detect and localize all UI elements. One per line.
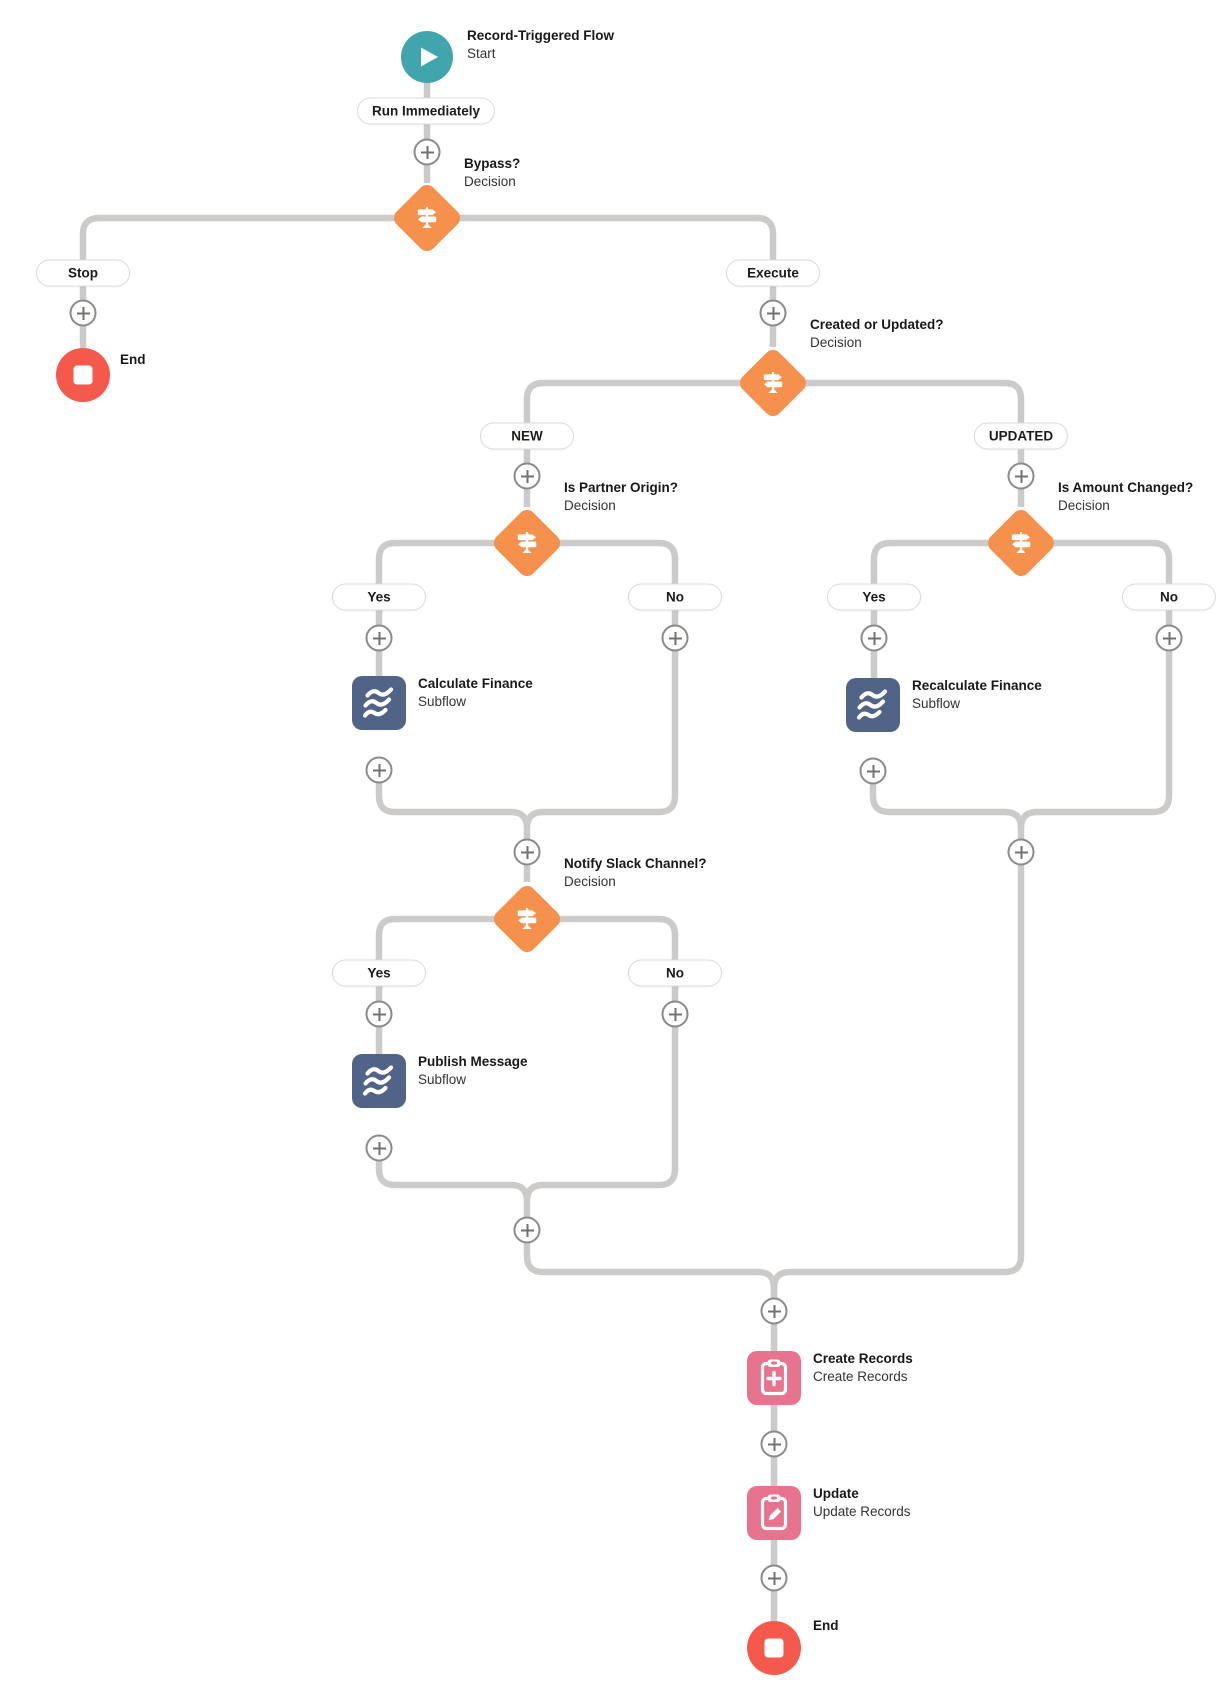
node-title: Notify Slack Channel? bbox=[564, 856, 707, 871]
signpost-decision-icon bbox=[517, 907, 537, 929]
decision-node-created-or-updated[interactable] bbox=[736, 346, 810, 420]
branch-label-updated: UPDATED bbox=[973, 422, 1069, 450]
add-element-button[interactable] bbox=[1007, 838, 1035, 866]
add-element-button[interactable] bbox=[513, 838, 541, 866]
decision-node-bypass[interactable] bbox=[390, 181, 464, 255]
add-element-button[interactable] bbox=[513, 1216, 541, 1244]
update-records-node[interactable] bbox=[747, 1486, 801, 1540]
node-label-created-or-updated: Created or Updated? Decision bbox=[810, 316, 944, 351]
branch-label-new: NEW bbox=[480, 422, 574, 450]
node-title: Record-Triggered Flow bbox=[467, 28, 615, 43]
node-label-bypass: Bypass? Decision bbox=[464, 155, 520, 190]
branch-label-yes: Yes bbox=[332, 583, 426, 611]
add-element-button[interactable] bbox=[859, 757, 887, 785]
add-element-button[interactable] bbox=[365, 624, 393, 652]
subflow-node-calculate-finance[interactable] bbox=[352, 676, 406, 730]
play-icon bbox=[421, 47, 438, 67]
add-element-button[interactable] bbox=[661, 624, 689, 652]
branch-label-yes: Yes bbox=[332, 959, 426, 987]
node-label-update-records: Update Update Records bbox=[813, 1485, 911, 1520]
node-label-end: End bbox=[813, 1617, 839, 1635]
waves-subflow-icon bbox=[856, 689, 888, 720]
end-node[interactable] bbox=[56, 348, 110, 402]
node-label-is-partner-origin: Is Partner Origin? Decision bbox=[564, 479, 678, 514]
node-subtitle: Decision bbox=[1058, 497, 1110, 513]
node-title: Created or Updated? bbox=[810, 317, 944, 332]
subflow-node-recalculate-finance[interactable] bbox=[846, 678, 900, 732]
add-element-button[interactable] bbox=[69, 299, 97, 327]
node-label-notify-slack-channel: Notify Slack Channel? Decision bbox=[564, 855, 707, 890]
node-title: Is Amount Changed? bbox=[1058, 480, 1194, 495]
add-element-button[interactable] bbox=[365, 1134, 393, 1162]
end-node[interactable] bbox=[747, 1621, 801, 1675]
node-subtitle: Subflow bbox=[912, 695, 961, 711]
add-element-button[interactable] bbox=[860, 624, 888, 652]
node-subtitle: Decision bbox=[464, 173, 516, 189]
signpost-decision-icon bbox=[417, 206, 437, 228]
node-subtitle: Subflow bbox=[418, 1071, 467, 1087]
node-subtitle: Update Records bbox=[813, 1503, 911, 1519]
add-element-button[interactable] bbox=[1155, 624, 1183, 652]
node-title: Create Records bbox=[813, 1351, 913, 1366]
node-title: End bbox=[813, 1618, 839, 1633]
node-subtitle: Start bbox=[467, 45, 496, 61]
branch-label-no: No bbox=[628, 583, 722, 611]
node-subtitle: Decision bbox=[810, 334, 862, 350]
node-label-end: End bbox=[120, 351, 146, 369]
branch-label-no: No bbox=[628, 959, 722, 987]
stop-square-icon bbox=[764, 1638, 784, 1658]
node-label-calculate-finance: Calculate Finance Subflow bbox=[418, 675, 533, 710]
create-records-node[interactable] bbox=[747, 1351, 801, 1405]
signpost-decision-icon bbox=[1011, 531, 1031, 553]
node-title: Is Partner Origin? bbox=[564, 480, 679, 495]
waves-subflow-icon bbox=[362, 1065, 394, 1096]
add-element-button[interactable] bbox=[365, 756, 393, 784]
add-element-button[interactable] bbox=[760, 1297, 788, 1325]
signpost-decision-icon bbox=[517, 531, 537, 553]
branch-label-no: No bbox=[1122, 583, 1216, 611]
decision-node-is-partner-origin[interactable] bbox=[490, 506, 564, 580]
node-label-create-records: Create Records Create Records bbox=[813, 1350, 913, 1385]
node-title: Publish Message bbox=[418, 1054, 528, 1069]
node-subtitle: Subflow bbox=[418, 693, 467, 709]
clipboard-plus-icon bbox=[760, 1359, 788, 1396]
stop-square-icon bbox=[73, 365, 93, 385]
decision-node-notify-slack-channel[interactable] bbox=[490, 882, 564, 956]
add-element-button[interactable] bbox=[413, 138, 441, 166]
node-label-publish-message: Publish Message Subflow bbox=[418, 1053, 528, 1088]
decision-node-is-amount-changed[interactable] bbox=[984, 506, 1058, 580]
branch-label-yes: Yes bbox=[827, 583, 921, 611]
node-label-recalculate-finance: Recalculate Finance Subflow bbox=[912, 677, 1042, 712]
node-subtitle: Create Records bbox=[813, 1368, 908, 1384]
branch-label-execute: Execute bbox=[726, 259, 820, 287]
add-element-button[interactable] bbox=[513, 462, 541, 490]
branch-label-stop: Stop bbox=[36, 259, 130, 287]
signpost-decision-icon bbox=[763, 371, 783, 393]
add-element-button[interactable] bbox=[1007, 462, 1035, 490]
clipboard-pencil-icon bbox=[760, 1494, 788, 1531]
node-subtitle: Decision bbox=[564, 873, 616, 889]
node-label-start: Record-Triggered Flow Start bbox=[467, 27, 614, 62]
waves-subflow-icon bbox=[362, 687, 394, 718]
node-label-is-amount-changed: Is Amount Changed? Decision bbox=[1058, 479, 1193, 514]
node-title: End bbox=[120, 352, 146, 367]
node-title: Update bbox=[813, 1486, 859, 1501]
node-title: Bypass? bbox=[464, 156, 521, 171]
add-element-button[interactable] bbox=[365, 1000, 393, 1028]
add-element-button[interactable] bbox=[760, 1564, 788, 1592]
subflow-node-publish-message[interactable] bbox=[352, 1054, 406, 1108]
branch-label-run-immediately: Run Immediately bbox=[356, 97, 496, 125]
node-title: Recalculate Finance bbox=[912, 678, 1042, 693]
node-title: Calculate Finance bbox=[418, 676, 533, 691]
add-element-button[interactable] bbox=[661, 1000, 689, 1028]
start-node[interactable] bbox=[401, 31, 453, 83]
add-element-button[interactable] bbox=[759, 299, 787, 327]
add-element-button[interactable] bbox=[760, 1430, 788, 1458]
node-subtitle: Decision bbox=[564, 497, 616, 513]
